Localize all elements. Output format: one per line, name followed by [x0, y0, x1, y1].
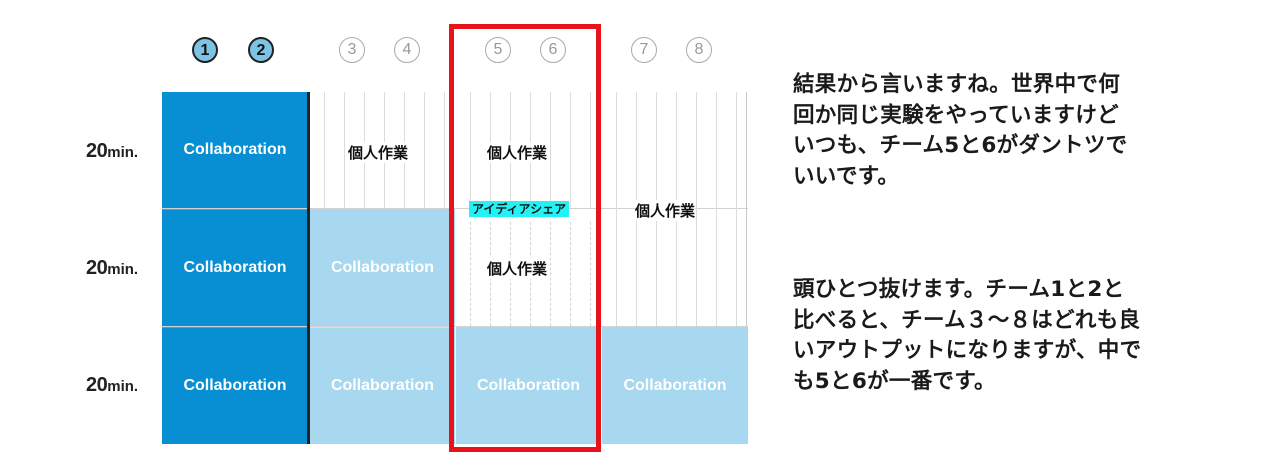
team-1-badge: 1 — [192, 37, 218, 63]
team-3-badge: 3 — [339, 37, 365, 63]
row-unit: min. — [107, 144, 139, 161]
row-label-3: 20min. — [86, 374, 152, 397]
team-1-2-row-1-collaboration: Collaboration — [162, 92, 308, 208]
team-8-badge: 8 — [686, 37, 712, 63]
team-5-6-row-3-collaboration: Collaboration — [456, 327, 601, 444]
team-7-8-rows-1-2-individual: 個人作業 — [635, 200, 696, 221]
row-duration: 20 — [86, 374, 108, 396]
description-line: 頭ひとつ抜けます。チーム1と2と — [793, 277, 1125, 302]
row-unit: min. — [107, 378, 139, 395]
description-line: いいです。 — [793, 164, 900, 190]
row-duration: 20 — [86, 140, 108, 162]
row-label-1: 20min. — [86, 140, 152, 163]
team-7-8-row-3-collaboration: Collaboration — [602, 327, 748, 444]
team-3-4-row-2-collaboration: Collaboration — [310, 209, 455, 326]
description-line: いアウトプットになりますが、中で — [793, 338, 1142, 364]
teams-5-6-highlight-box — [449, 24, 601, 452]
row-divider — [162, 208, 748, 209]
team-5-6-idea-share: アイディアシェア — [469, 201, 570, 217]
team-5-badge: 5 — [485, 37, 511, 63]
team-3-4-row-1-individual: 個人作業 — [348, 142, 409, 163]
team-3-4-row-3-collaboration: Collaboration — [310, 327, 455, 444]
row-divider — [162, 326, 748, 327]
team-1-2-row-3-collaboration: Collaboration — [162, 327, 308, 444]
description-line: 結果から言いますね。世界中で何 — [793, 72, 1121, 97]
description-line: 比べると、チーム３〜８はどれも良 — [793, 307, 1141, 333]
row-unit: min. — [107, 261, 139, 278]
team-6-badge: 6 — [540, 37, 566, 63]
team-5-6-row-1-individual: 個人作業 — [487, 142, 548, 163]
description-paragraph-1: 結果から言いますね。世界中で何 回か同じ実験をやっていますけど いつも、チーム5… — [793, 70, 1263, 193]
row-label-2: 20min. — [86, 257, 152, 280]
description-line: 回か同じ実験をやっていますけど — [793, 102, 1119, 128]
row-duration: 20 — [86, 257, 108, 279]
team-5-6-row-2-individual: 個人作業 — [487, 258, 548, 279]
team-2-badge: 2 — [248, 37, 274, 63]
team-7-badge: 7 — [631, 37, 657, 63]
group-separator — [307, 92, 310, 444]
team-4-badge: 4 — [394, 37, 420, 63]
description-paragraph-2: 頭ひとつ抜けます。チーム1と2と 比べると、チーム３〜８はどれも良 いアウトプッ… — [793, 275, 1263, 398]
description-line: も5と6が一番です。 — [793, 369, 996, 395]
team-1-2-row-2-collaboration: Collaboration — [162, 209, 308, 326]
description-line: いつも、チーム5と6がダントツで — [793, 133, 1128, 159]
